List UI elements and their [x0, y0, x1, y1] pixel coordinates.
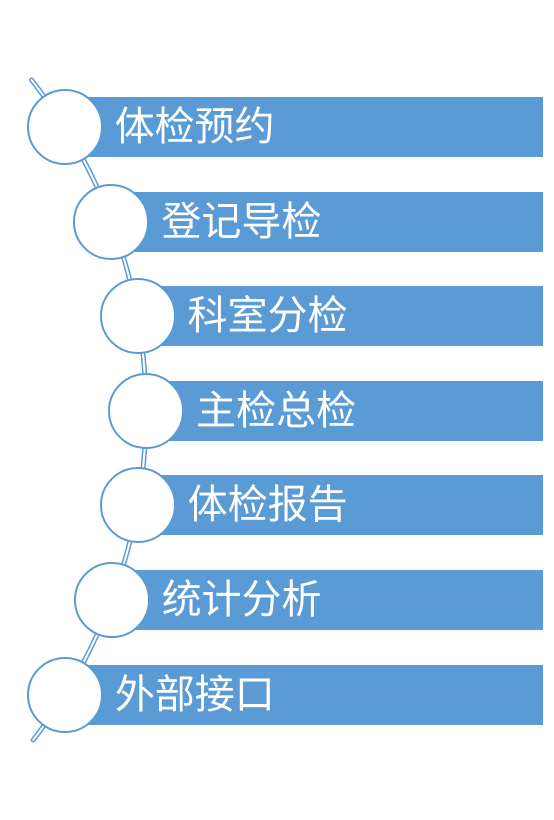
- step-circle-marker: [26, 89, 103, 165]
- step-label: 登记导检: [161, 198, 322, 245]
- step-circle-marker: [99, 467, 176, 544]
- step-bar: 外部接口: [64, 664, 543, 725]
- step-label: 体检预约: [114, 104, 275, 150]
- step-label: 主检总检: [195, 387, 356, 434]
- step-circle-marker: [99, 278, 176, 355]
- step-circle-marker: [73, 183, 150, 260]
- step-label: 统计分析: [161, 577, 322, 623]
- step-bar: 科室分检: [137, 286, 543, 347]
- step-label: 外部接口: [114, 671, 275, 718]
- step-circle-marker: [26, 656, 103, 733]
- step-bar: 体检预约: [64, 97, 543, 157]
- step-bar: 主检总检: [145, 380, 543, 441]
- step-circle-marker: [107, 372, 184, 449]
- step-label: 体检报告: [187, 482, 348, 529]
- step-bar: 登记导检: [111, 191, 543, 252]
- step-bar: 统计分析: [111, 570, 543, 630]
- step-bar: 体检报告: [137, 475, 543, 536]
- step-label: 科室分检: [187, 293, 348, 340]
- step-circle-marker: [73, 562, 150, 638]
